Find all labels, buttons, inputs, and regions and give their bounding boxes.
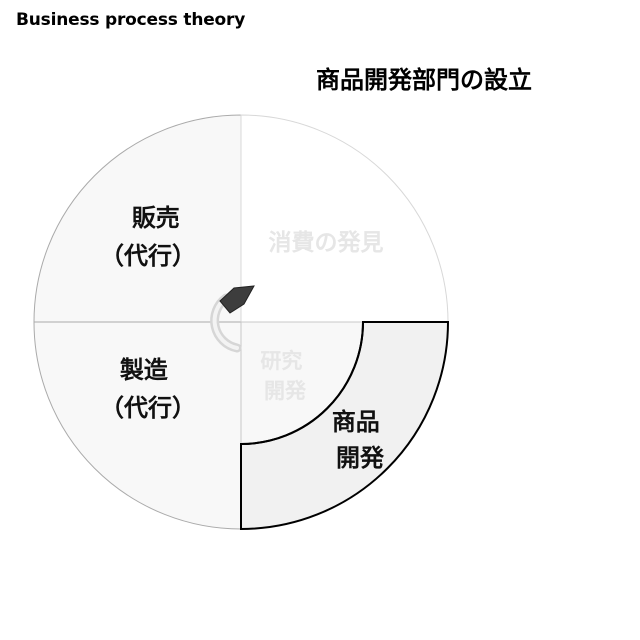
label-product-dev: 商品 開発 <box>332 408 388 472</box>
slide-title: 商品開発部門の設立 <box>316 66 532 94</box>
rotate-arrow-icon <box>210 285 255 353</box>
quadrant-sales <box>33 114 242 323</box>
quadrant-manufacturing <box>33 321 242 530</box>
header-label: Business process theory <box>16 10 246 30</box>
quadrant-consumption <box>240 114 449 323</box>
label-sales: 販売 （代行） <box>100 204 196 270</box>
label-research: 研究 開発 <box>260 349 309 403</box>
label-consumption: 消費の発見 <box>269 230 384 256</box>
research-boundary <box>240 321 364 445</box>
label-manufacturing: 製造 （代行） <box>100 356 196 422</box>
